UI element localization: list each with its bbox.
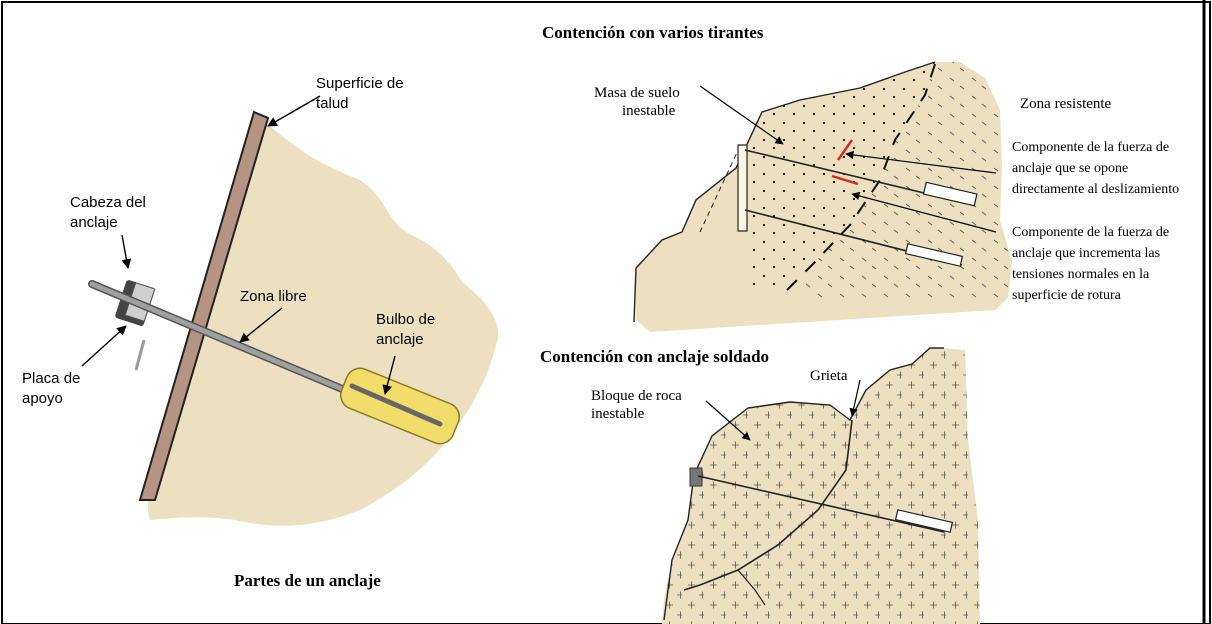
crack-line <box>683 419 853 591</box>
surface-arrow <box>267 95 321 127</box>
comp1-label-2: anclaje que se opone <box>1012 161 1128 176</box>
block-arrow <box>705 400 751 441</box>
upper-tie-bulb <box>922 181 978 207</box>
resistant-label: Zona resistente <box>1020 96 1112 112</box>
rock-face <box>663 474 695 621</box>
bulb-label-2: anclaje <box>376 331 424 348</box>
comp2-label-4: superficie de rotura <box>1012 288 1122 303</box>
bottom-right-panel: Contención con anclaje soldado Bloque de… <box>540 347 980 624</box>
crack-branch <box>737 569 766 606</box>
head-arrow <box>121 234 132 269</box>
crack-arrow <box>849 379 861 417</box>
plate-label-2: apoyo <box>22 390 63 407</box>
surface-label-1: Superficie de <box>316 75 404 92</box>
surface-label-2: talud <box>316 95 349 112</box>
comp2-label-1: Componente de la fuerza de <box>1012 225 1169 240</box>
comp2-label-3: tensiones normales en la <box>1012 267 1150 282</box>
comp1-label-1: Componente de la fuerza de <box>1012 140 1169 155</box>
welded-anchor-bulb <box>894 509 954 533</box>
plate-arrow <box>81 325 127 367</box>
comp1-arrow <box>845 150 997 174</box>
bottom-right-title: Contención con anclaje soldado <box>540 347 769 366</box>
block-label-1: Bloque de roca <box>591 388 682 404</box>
crack-label: Grieta <box>810 368 848 384</box>
welded-anchor-tie <box>697 475 945 533</box>
unstable-arrow <box>699 85 784 145</box>
lower-tie-bulb <box>904 243 964 267</box>
head-label-1: Cabeza del <box>70 194 146 211</box>
retaining-wall <box>737 144 748 232</box>
bulb-arrow <box>382 355 396 395</box>
comp2-label-2: anclaje que incrementa las <box>1012 246 1160 261</box>
top-right-title: Contención con varios tirantes <box>542 23 764 42</box>
unstable-label-2: inestable <box>622 103 676 119</box>
rock-surface <box>693 347 944 476</box>
comp2-arrow <box>851 191 997 233</box>
slope-face <box>138 110 270 501</box>
head-label-2: anclaje <box>70 214 118 231</box>
tendon-in-bulb <box>349 383 443 427</box>
unstable-soil-mass <box>748 62 935 290</box>
comp1-label-3: directamente al deslizamiento <box>1012 182 1179 197</box>
original-slope-dashed <box>699 145 741 233</box>
force-component-parallel <box>831 174 859 186</box>
block-label-2: inestable <box>591 406 645 422</box>
top-right-panel: Contención con varios tirantes Masa de s… <box>542 23 1179 332</box>
plate-edge <box>134 339 146 371</box>
left-caption: Partes de un anclaje <box>234 571 381 590</box>
force-component-perpendicular <box>837 139 853 161</box>
plate-label-1: Placa de <box>22 370 80 387</box>
resistant-zone-hatch <box>800 62 1012 298</box>
left-panel: Superficie de talud Cabeza del anclaje Z… <box>22 75 499 590</box>
free-zone-label: Zona libre <box>240 288 307 305</box>
slope-profile <box>633 61 936 323</box>
free-zone-arrow <box>239 307 283 343</box>
bulb-label-1: Bulbo de <box>376 311 435 328</box>
unstable-label-1: Masa de suelo <box>594 85 680 101</box>
failure-surface <box>784 63 936 293</box>
rock-mass-crosses <box>662 348 980 624</box>
